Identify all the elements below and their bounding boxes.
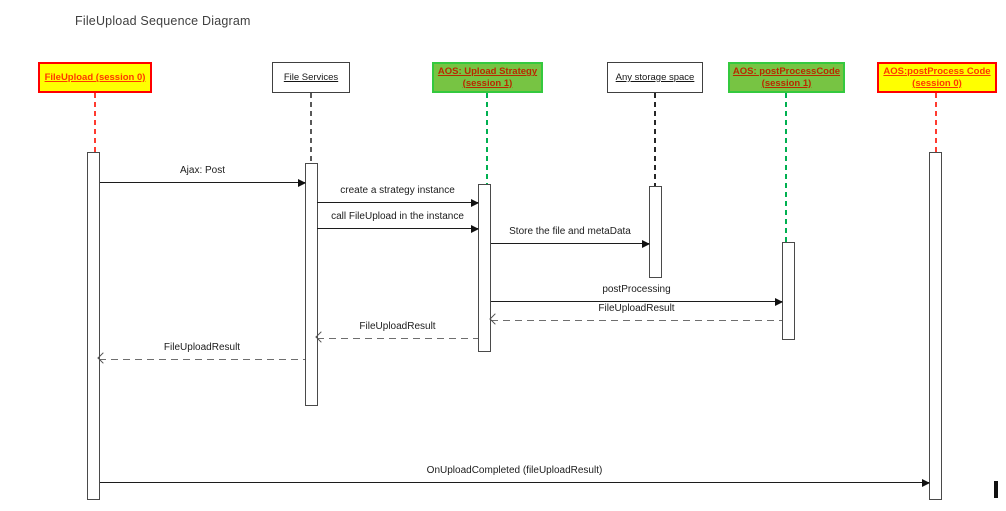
actor-label: File Services [283, 71, 339, 83]
message-label: postProcessing [602, 284, 671, 295]
message-label: call FileUpload in the instance [331, 211, 464, 222]
arrowhead-right-icon [471, 198, 479, 207]
message-line [99, 359, 305, 361]
text-cursor-mark [994, 481, 998, 498]
message-label: FileUploadResult [359, 321, 436, 332]
message-line [491, 301, 782, 303]
message-label: FileUploadResult [163, 342, 241, 353]
actor-label: AOS: Upload Strategy (session 1) [437, 66, 538, 89]
actor-box-aos-postprocess-code-session0: AOS:postProcess Code (session 0) [877, 62, 997, 93]
activation-bar-file-services [305, 163, 318, 406]
actor-label: AOS:postProcess Code (session 0) [883, 66, 991, 89]
message-label: OnUploadCompleted (fileUploadResult) [426, 465, 603, 476]
lifeline-aos-postprocess-code-session0 [935, 93, 937, 152]
message-label: Ajax: Post [179, 165, 226, 176]
actor-label: AOS: postProcessCode (session 1) [732, 66, 841, 89]
arrowhead-right-icon [642, 239, 650, 248]
activation-bar-fileupload-session0 [87, 152, 100, 500]
actor-box-aos-upload-strategy: AOS: Upload Strategy (session 1) [432, 62, 543, 93]
message-line [491, 243, 649, 245]
actor-box-any-storage-space: Any storage space [607, 62, 703, 93]
message-line [491, 320, 782, 322]
lifeline-file-services [310, 93, 312, 163]
actor-label: FileUpload (session 0) [44, 71, 146, 83]
lifeline-aos-postprocesscode-session1 [785, 93, 787, 242]
diagram-title: FileUpload Sequence Diagram [75, 14, 251, 28]
message-line [317, 338, 478, 340]
message-label: Store the file and metaData [509, 226, 631, 237]
activation-bar-aos-postprocesscode-session1 [782, 242, 795, 340]
message-label: FileUploadResult [598, 303, 675, 314]
message-line [317, 202, 478, 204]
arrowhead-right-icon [922, 478, 930, 487]
actor-box-aos-postprocesscode-session1: AOS: postProcessCode (session 1) [728, 62, 845, 93]
arrowhead-left-icon [489, 313, 501, 326]
message-label: create a strategy instance [340, 185, 455, 196]
lifeline-any-storage-space [654, 93, 656, 186]
message-line [100, 482, 929, 484]
message-line [100, 182, 305, 184]
activation-bar-aos-postprocess-code-session0 [929, 152, 942, 500]
arrowhead-right-icon [298, 178, 306, 187]
activation-bar-any-storage-space [649, 186, 662, 278]
message-line [317, 228, 478, 230]
arrowhead-right-icon [775, 297, 783, 306]
actor-label: Any storage space [615, 71, 695, 83]
actor-box-fileupload-session0: FileUpload (session 0) [38, 62, 152, 93]
lifeline-fileupload-session0 [94, 93, 96, 152]
activation-bar-aos-upload-strategy [478, 184, 491, 352]
arrowhead-right-icon [471, 224, 479, 233]
lifeline-aos-upload-strategy [486, 93, 488, 184]
actor-box-file-services: File Services [272, 62, 350, 93]
